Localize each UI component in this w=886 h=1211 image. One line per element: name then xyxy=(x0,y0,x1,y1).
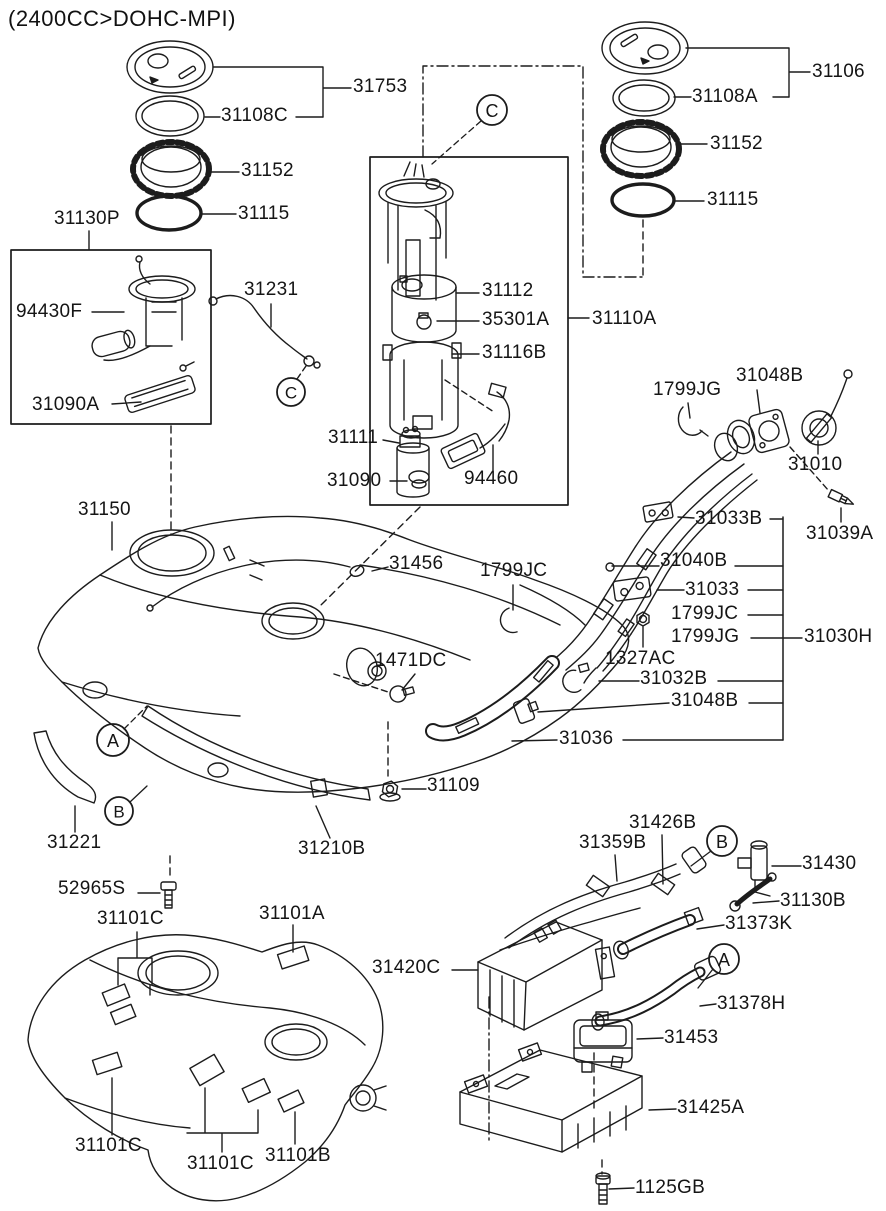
svg-text:A: A xyxy=(718,950,730,970)
part-label-31108C[interactable]: 31108C xyxy=(221,105,288,126)
fuel-tank-main xyxy=(34,426,629,908)
part-label-31030H[interactable]: 31030H xyxy=(804,626,873,647)
callout-c-top[interactable]: C xyxy=(432,95,507,164)
callout-a-canister[interactable]: A xyxy=(698,944,739,988)
part-label-31453[interactable]: 31453 xyxy=(664,1027,719,1048)
part-label-1799JG-right[interactable]: 1799JG xyxy=(671,626,740,647)
part-label-31152-left[interactable]: 31152 xyxy=(241,160,294,181)
part-label-31090A[interactable]: 31090A xyxy=(32,394,100,415)
callout-c-left[interactable]: C xyxy=(277,378,305,406)
part-label-31420C[interactable]: 31420C xyxy=(372,957,441,978)
canister-assembly xyxy=(452,835,801,1204)
part-label-31456[interactable]: 31456 xyxy=(389,553,444,574)
part-label-31378H[interactable]: 31378H xyxy=(717,993,786,1014)
part-label-31373K[interactable]: 31373K xyxy=(725,913,793,934)
diagram-title: (2400CC>DOHC-MPI) xyxy=(8,6,236,31)
part-label-31090[interactable]: 31090 xyxy=(327,470,382,491)
part-label-31115-left[interactable]: 31115 xyxy=(238,203,290,224)
part-label-31130P[interactable]: 31130P xyxy=(54,208,120,229)
part-label-31221[interactable]: 31221 xyxy=(47,832,102,853)
part-label-31110A[interactable]: 31110A xyxy=(592,308,657,329)
part-label-31112[interactable]: 31112 xyxy=(482,280,534,301)
part-label-31130B[interactable]: 31130B xyxy=(780,890,846,911)
part-label-52965S[interactable]: 52965S xyxy=(58,878,126,899)
fuel-cap-group-right xyxy=(602,22,810,277)
part-label-31101A[interactable]: 31101A xyxy=(259,903,325,924)
part-label-1125GB[interactable]: 1125GB xyxy=(635,1177,706,1198)
part-label-94460[interactable]: 94460 xyxy=(464,468,519,489)
part-label-94430F[interactable]: 94430F xyxy=(16,301,83,322)
callout-a-tank[interactable]: A xyxy=(97,706,147,756)
part-label-31426B[interactable]: 31426B xyxy=(629,812,697,833)
svg-text:C: C xyxy=(486,101,499,121)
fuel-cap-group-left xyxy=(89,41,351,249)
part-label-1471DC[interactable]: 1471DC xyxy=(375,650,447,671)
part-label-31231[interactable]: 31231 xyxy=(244,279,299,300)
part-label-31048B-upper[interactable]: 31048B xyxy=(736,365,804,386)
part-label-31101B[interactable]: 31101B xyxy=(265,1145,331,1166)
part-label-31425A[interactable]: 31425A xyxy=(677,1097,745,1118)
callout-b-tank[interactable]: B xyxy=(105,786,147,825)
part-label-31040B[interactable]: 31040B xyxy=(660,550,728,571)
part-label-31430[interactable]: 31430 xyxy=(802,853,857,874)
fuel-filter-box xyxy=(370,157,568,505)
callout-b-canister[interactable]: B xyxy=(691,826,737,866)
svg-text:C: C xyxy=(285,384,297,403)
wiring-cable-31231 xyxy=(209,296,320,379)
part-label-31150[interactable]: 31150 xyxy=(78,499,131,520)
part-label-1799JC-tank[interactable]: 1799JC xyxy=(480,560,548,581)
part-label-31039A[interactable]: 31039A xyxy=(806,523,874,544)
part-label-31210B[interactable]: 31210B xyxy=(298,838,366,859)
part-label-31033[interactable]: 31033 xyxy=(685,579,740,600)
part-label-31010[interactable]: 31010 xyxy=(788,454,843,475)
part-label-1799JG-upper[interactable]: 1799JG xyxy=(653,379,722,400)
fuel-tank-lower xyxy=(28,925,386,1201)
part-label-35301A[interactable]: 35301A xyxy=(482,309,550,330)
part-label-31753[interactable]: 31753 xyxy=(353,76,408,97)
part-label-31108A[interactable]: 31108A xyxy=(692,86,758,107)
part-label-31101C-top[interactable]: 31101C xyxy=(97,908,164,929)
part-label-31116B[interactable]: 31116B xyxy=(482,342,547,363)
part-label-31101C-bottom-left[interactable]: 31101C xyxy=(75,1135,142,1156)
part-label-31036[interactable]: 31036 xyxy=(559,728,614,749)
part-label-31152-right[interactable]: 31152 xyxy=(710,133,763,154)
assembly-dashdot-outline xyxy=(423,66,645,277)
part-label-31033B[interactable]: 31033B xyxy=(695,508,763,529)
part-label-31032B[interactable]: 31032B xyxy=(640,668,708,689)
svg-text:A: A xyxy=(107,731,119,751)
part-label-31359B[interactable]: 31359B xyxy=(579,832,647,853)
part-label-31115-right[interactable]: 31115 xyxy=(707,189,759,210)
svg-text:B: B xyxy=(113,803,124,822)
filler-neck-assembly xyxy=(433,370,855,741)
part-label-31048B-lower[interactable]: 31048B xyxy=(671,690,739,711)
part-label-31109[interactable]: 31109 xyxy=(427,775,480,796)
part-label-31111[interactable]: 31111 xyxy=(328,427,379,448)
part-label-31101C-bottom-mid[interactable]: 31101C xyxy=(187,1153,254,1174)
part-label-1799JC-right[interactable]: 1799JC xyxy=(671,603,739,624)
svg-text:B: B xyxy=(716,832,728,852)
part-label-31106[interactable]: 31106 xyxy=(812,61,865,82)
pump-module-box xyxy=(11,250,211,424)
part-label-1327AC[interactable]: 1327AC xyxy=(605,648,676,669)
